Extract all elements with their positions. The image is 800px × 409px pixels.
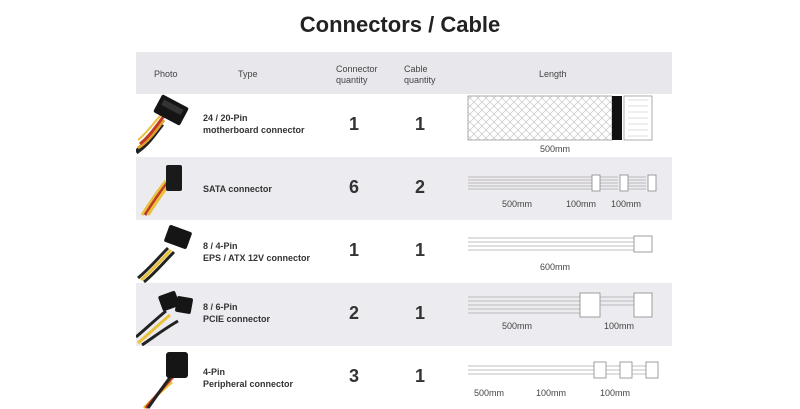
header-cable-qty-1: Cable bbox=[404, 64, 428, 74]
type-label: SATA connector bbox=[203, 184, 272, 194]
molex-connector-photo bbox=[142, 352, 188, 409]
cable-quantity: 1 bbox=[414, 303, 425, 323]
table-row: 4-Pin Peripheral connector 3 1 500mm 100… bbox=[136, 346, 672, 409]
table-row: 8 / 6-Pin PCIE connector 2 1 500mm 100mm bbox=[136, 283, 672, 346]
length-label: 600mm bbox=[540, 262, 571, 272]
header-type: Type bbox=[238, 69, 258, 79]
length-label: 500mm bbox=[502, 321, 533, 331]
pcie-connector-photo bbox=[136, 290, 193, 346]
header-length: Length bbox=[539, 69, 567, 79]
length-label: 100mm bbox=[604, 321, 635, 331]
table-row: 24 / 20-Pin motherboard connector 1 1 50… bbox=[136, 94, 672, 157]
table-header: Photo Type Connector quantity Cable quan… bbox=[136, 52, 672, 94]
length-label: 500mm bbox=[502, 199, 533, 209]
type-label: 24 / 20-Pin motherboard connector bbox=[203, 113, 305, 135]
table-row: SATA connector 6 2 500mm 100mm 100mm bbox=[136, 157, 672, 220]
cable-length-diagram bbox=[468, 361, 659, 379]
cable-quantity: 1 bbox=[414, 366, 425, 386]
page-title: Connectors / Cable bbox=[299, 12, 501, 37]
connector-quantity: 3 bbox=[348, 366, 359, 386]
connector-quantity: 1 bbox=[348, 114, 359, 134]
length-label: 100mm bbox=[566, 199, 597, 209]
length-label: 100mm bbox=[611, 199, 642, 209]
connector-quantity: 6 bbox=[348, 177, 359, 197]
header-connector-qty-1: Connector bbox=[336, 64, 378, 74]
length-label: 500mm bbox=[474, 388, 505, 398]
header-photo: Photo bbox=[154, 69, 178, 79]
type-label: 4-Pin Peripheral connector bbox=[203, 367, 294, 389]
header-cable-qty-2: quantity bbox=[404, 75, 436, 85]
cable-length-diagram bbox=[468, 292, 653, 318]
length-label: 100mm bbox=[600, 388, 631, 398]
cable-quantity: 1 bbox=[414, 114, 425, 134]
type-label: 8 / 4-Pin EPS / ATX 12V connector bbox=[203, 241, 311, 263]
length-label: 100mm bbox=[536, 388, 567, 398]
eps-connector-photo bbox=[137, 225, 192, 283]
cable-quantity: 1 bbox=[414, 240, 425, 260]
cable-quantity: 2 bbox=[414, 177, 425, 197]
connector-quantity: 2 bbox=[348, 303, 359, 323]
sata-connector-photo bbox=[140, 165, 182, 216]
cable-length-diagram bbox=[468, 174, 657, 192]
connector-quantity: 1 bbox=[348, 240, 359, 260]
cable-length-diagram bbox=[468, 235, 653, 253]
table-row: 8 / 4-Pin EPS / ATX 12V connector 1 1 60… bbox=[136, 220, 672, 283]
header-connector-qty-2: quantity bbox=[336, 75, 368, 85]
length-label: 500mm bbox=[540, 144, 571, 154]
atx24-connector-photo bbox=[136, 94, 189, 155]
type-label: 8 / 6-Pin PCIE connector bbox=[203, 302, 271, 324]
cable-length-diagram bbox=[467, 95, 653, 141]
